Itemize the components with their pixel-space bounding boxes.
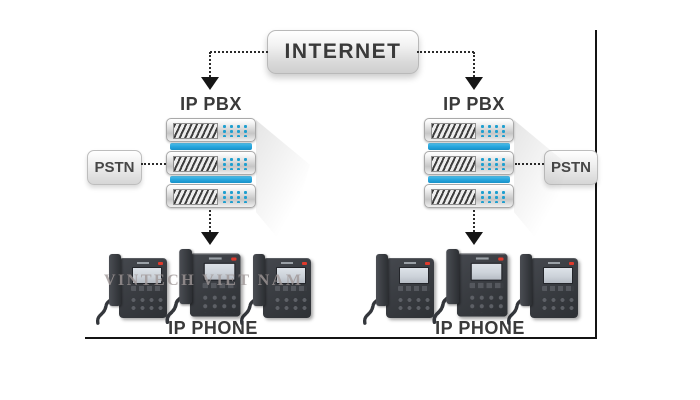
status-led-icon <box>569 262 574 265</box>
phone-screen <box>470 262 503 281</box>
status-led-icon <box>231 257 237 261</box>
server-spacer <box>428 176 510 183</box>
handset-icon <box>446 248 459 305</box>
phone-body <box>530 258 578 318</box>
led-dots-icon <box>479 124 506 137</box>
phone-screen <box>543 267 573 284</box>
keypad <box>272 295 307 314</box>
dotted-connector <box>473 210 475 232</box>
server-stack-right <box>424 118 514 208</box>
pstn-label-left: PSTN <box>94 159 135 176</box>
brand-logo <box>404 262 416 264</box>
led-dots-icon <box>479 190 506 203</box>
handset-icon <box>109 254 121 306</box>
server-icon <box>424 118 514 142</box>
led-dots-icon <box>221 157 248 170</box>
server-icon <box>166 118 256 142</box>
status-led-icon <box>158 262 163 265</box>
phone-body <box>456 253 508 317</box>
server-icon <box>424 184 514 208</box>
dotted-connector <box>210 51 268 53</box>
arrow-down-icon <box>465 77 483 90</box>
server-icon <box>166 151 256 175</box>
dotted-connector <box>209 210 211 232</box>
phone-screen <box>399 267 429 284</box>
brand-logo <box>281 262 293 264</box>
status-led-icon <box>498 257 504 261</box>
softkey-row <box>131 286 163 291</box>
frame-bottom-line <box>85 337 597 339</box>
server-icon <box>166 184 256 208</box>
softkey-row <box>542 286 574 291</box>
ip-phone <box>362 252 434 326</box>
vent-grille-icon <box>173 189 218 205</box>
phone-body <box>386 258 434 318</box>
arrow-down-icon <box>201 77 219 90</box>
vent-grille-icon <box>173 156 218 172</box>
phone-body <box>263 258 311 318</box>
vent-grille-icon <box>431 189 476 205</box>
pbx-label-right: IP PBX <box>443 94 505 114</box>
status-led-icon <box>302 262 307 265</box>
phone-label-left: IP PHONE <box>168 318 258 338</box>
led-dots-icon <box>221 124 248 137</box>
keypad <box>199 292 237 313</box>
server-spacer <box>170 176 252 183</box>
ip-phone <box>506 252 578 326</box>
keypad <box>128 295 163 314</box>
phone-label-right: IP PHONE <box>435 318 525 338</box>
server-spacer <box>170 143 252 150</box>
ip-phone <box>432 247 508 325</box>
led-dots-icon <box>479 157 506 170</box>
dotted-connector <box>417 51 474 53</box>
internet-node: INTERNET <box>267 30 419 74</box>
internet-label: INTERNET <box>284 40 402 63</box>
ip-phone <box>239 252 311 326</box>
phone-screen <box>276 267 306 284</box>
handset-icon <box>520 254 532 306</box>
pstn-node-right: PSTN <box>544 150 598 185</box>
ip-phone <box>165 247 241 325</box>
shadow <box>514 120 568 248</box>
phone-screen <box>203 262 236 281</box>
vent-grille-icon <box>173 123 218 139</box>
keypad <box>395 295 430 314</box>
vent-grille-icon <box>431 156 476 172</box>
brand-logo <box>208 257 222 260</box>
watermark-text: VINTECH VIET NAM <box>104 272 304 289</box>
brand-logo <box>137 262 149 264</box>
softkey-row <box>469 282 504 289</box>
arrow-down-icon <box>201 232 219 245</box>
server-icon <box>424 151 514 175</box>
phone-body <box>189 253 241 317</box>
keypad <box>466 292 504 313</box>
vent-grille-icon <box>431 123 476 139</box>
brand-logo <box>548 262 560 264</box>
softkey-row <box>275 286 307 291</box>
handset-icon <box>376 254 388 306</box>
status-led-icon <box>425 262 430 265</box>
pbx-label-left: IP PBX <box>180 94 242 114</box>
dotted-connector <box>515 163 544 165</box>
phone-body <box>119 258 167 318</box>
frame-right-line <box>595 30 597 339</box>
brand-logo <box>475 257 489 260</box>
shadow <box>256 120 310 248</box>
phone-screen <box>132 267 162 284</box>
pstn-node-left: PSTN <box>87 150 142 185</box>
ip-phone <box>95 252 167 326</box>
led-dots-icon <box>221 190 248 203</box>
arrow-down-icon <box>465 232 483 245</box>
handset-icon <box>179 248 192 305</box>
server-stack-left <box>166 118 256 208</box>
server-spacer <box>428 143 510 150</box>
softkey-row <box>398 286 430 291</box>
handset-icon <box>253 254 265 306</box>
softkey-row <box>202 282 237 289</box>
dotted-connector <box>473 52 475 77</box>
dotted-connector <box>209 52 211 77</box>
keypad <box>539 295 574 314</box>
pstn-label-right: PSTN <box>550 159 591 176</box>
dotted-connector <box>141 163 166 165</box>
